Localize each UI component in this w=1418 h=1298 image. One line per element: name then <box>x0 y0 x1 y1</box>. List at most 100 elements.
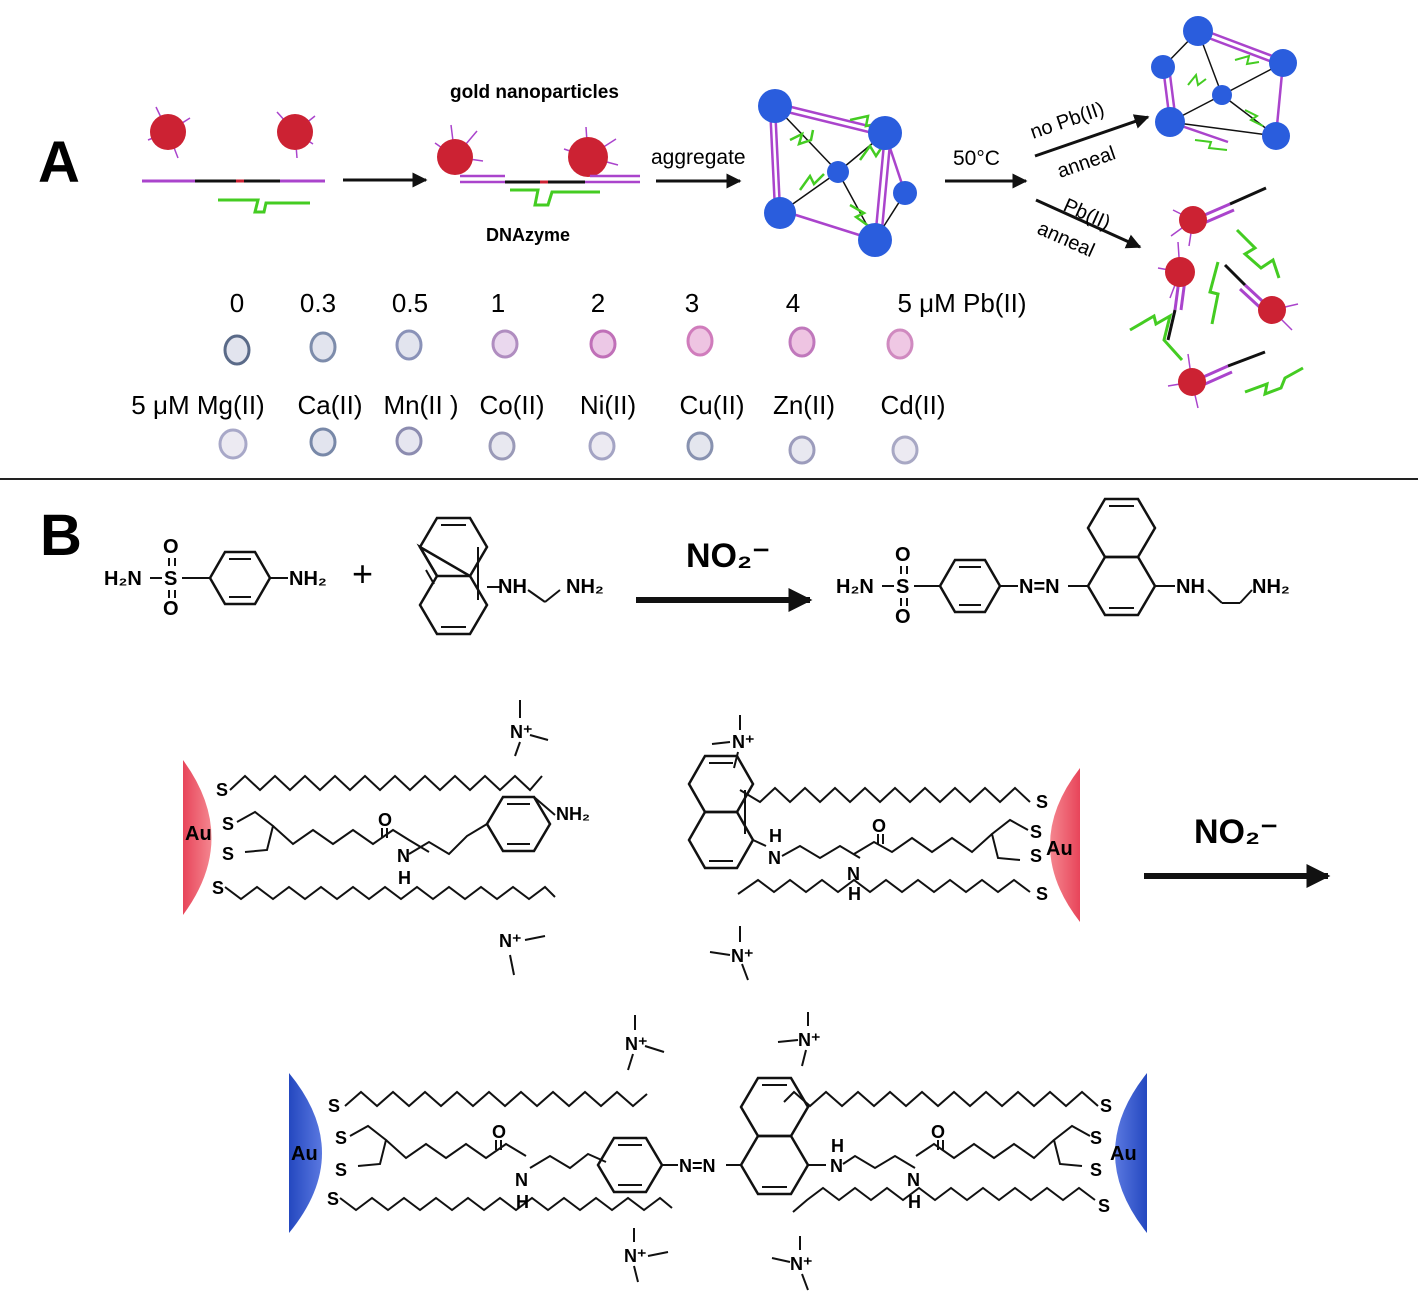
svg-text:O: O <box>378 810 392 830</box>
metal-ion-label: Ni(II) <box>580 390 636 420</box>
svg-text:O: O <box>492 1122 506 1142</box>
svg-text:S: S <box>896 576 909 598</box>
panel-b: B H₂N S O O NH₂ + <box>40 497 1331 1291</box>
colorimetric-spot <box>395 426 423 456</box>
svg-text:N: N <box>768 848 781 868</box>
svg-text:N: N <box>907 1170 920 1190</box>
panel-b-label: B <box>40 503 82 568</box>
colorimetric-spot <box>395 329 423 361</box>
reagent-label-bottom: NO₂⁻ <box>1194 813 1278 851</box>
gold-surface <box>1115 1073 1147 1233</box>
panel-a-label: A <box>38 130 80 195</box>
svg-text:N: N <box>830 1156 843 1176</box>
svg-text:H₂N: H₂N <box>104 568 142 590</box>
stage-free-particles <box>142 106 325 214</box>
result-dispersed <box>1129 186 1304 409</box>
pb-concentration-label: 0.3 <box>300 288 336 318</box>
svg-text:N=N: N=N <box>679 1156 716 1176</box>
svg-text:S: S <box>1036 884 1048 904</box>
colorimetric-spot <box>309 427 337 457</box>
dnazyme-label: DNAzyme <box>486 225 570 245</box>
svg-text:S: S <box>328 1096 340 1116</box>
pb-concentration-labels: 0 0.3 0.5 1 2 3 4 5 μM Pb(II) <box>230 288 1027 318</box>
svg-text:S: S <box>327 1189 339 1209</box>
gold-nanoparticle <box>437 139 473 175</box>
svg-text:O: O <box>895 544 911 566</box>
pb-concentration-label: 2 <box>591 288 605 318</box>
svg-text:N⁺: N⁺ <box>798 1030 821 1050</box>
svg-text:Au: Au <box>1046 838 1073 860</box>
metal-ion-labels: 5 μM Mg(II) Ca(II) Mn(II ) Co(II) Ni(II)… <box>131 390 945 420</box>
gold-nanoparticle <box>568 137 608 177</box>
red-np-right: Au S S S S H N <box>687 715 1080 981</box>
colorimetric-spot <box>491 329 519 359</box>
svg-text:N⁺: N⁺ <box>624 1246 647 1266</box>
blue-np-product: Au Au S S S S S S S S <box>289 1012 1147 1291</box>
temperature-label: 50°C <box>953 147 1000 170</box>
pb-concentration-label: 5 μM Pb(II) <box>897 288 1026 318</box>
pb-concentration-label: 0.5 <box>392 288 428 318</box>
nanoparticles-label: gold nanoparticles <box>450 82 619 103</box>
svg-text:Au: Au <box>185 823 212 845</box>
svg-text:NH₂: NH₂ <box>1252 576 1290 598</box>
colorimetric-spot <box>891 435 919 465</box>
arrow-no-pb <box>1034 114 1150 158</box>
metal-ion-label: 5 μM Mg(II) <box>131 390 264 420</box>
svg-text:N⁺: N⁺ <box>499 931 522 951</box>
svg-text:H: H <box>398 868 411 888</box>
svg-text:NH: NH <box>1176 576 1205 598</box>
dnazyme-strand <box>218 198 310 214</box>
pb-concentration-label: 3 <box>685 288 699 318</box>
stage-hybridized: gold nanoparticles DNAzyme <box>434 82 640 245</box>
plus-sign: + <box>352 553 373 594</box>
metal-ion-label: Ca(II) <box>298 390 363 420</box>
svg-text:N: N <box>397 846 410 866</box>
svg-text:Au: Au <box>1110 1143 1137 1165</box>
svg-text:H: H <box>908 1192 921 1212</box>
svg-text:N=N: N=N <box>1019 576 1060 598</box>
svg-text:N: N <box>515 1170 528 1190</box>
svg-text:S: S <box>1090 1160 1102 1180</box>
gold-surface <box>289 1073 322 1233</box>
svg-text:N⁺: N⁺ <box>731 946 754 966</box>
gold-nanoparticle <box>150 114 186 150</box>
svg-text:H₂N: H₂N <box>836 576 874 598</box>
colorimetric-spot <box>589 329 617 359</box>
colorimetric-spot <box>686 325 714 357</box>
metal-ion-label: Zn(II) <box>773 390 835 420</box>
ned-structure: NH NH₂ <box>416 516 604 636</box>
gold-surface <box>183 760 212 915</box>
svg-text:S: S <box>335 1160 347 1180</box>
svg-text:S: S <box>1030 846 1042 866</box>
reagent-label-top: NO₂⁻ <box>686 537 770 575</box>
pb-spots <box>223 325 914 366</box>
svg-text:S: S <box>222 814 234 834</box>
svg-text:N⁺: N⁺ <box>510 722 533 742</box>
gold-nanoparticle <box>277 114 313 150</box>
svg-text:O: O <box>872 816 886 836</box>
svg-text:O: O <box>931 1122 945 1142</box>
svg-text:N⁺: N⁺ <box>790 1254 813 1274</box>
svg-text:S: S <box>216 780 228 800</box>
svg-text:NH₂: NH₂ <box>556 804 590 824</box>
svg-text:S: S <box>1100 1096 1112 1116</box>
metal-ion-label: Cd(II) <box>881 390 946 420</box>
svg-text:S: S <box>1030 822 1042 842</box>
colorimetric-spot <box>788 435 816 465</box>
svg-text:S: S <box>335 1128 347 1148</box>
svg-text:N⁺: N⁺ <box>625 1034 648 1054</box>
sulfanilamide-structure: H₂N S O O NH₂ <box>104 536 327 620</box>
gold-surface <box>1050 768 1080 922</box>
colorimetric-spot <box>886 328 914 360</box>
svg-text:S: S <box>222 844 234 864</box>
svg-text:NH₂: NH₂ <box>289 568 327 590</box>
svg-text:S: S <box>1090 1128 1102 1148</box>
no-pb-label: no Pb(II) <box>1027 98 1107 144</box>
colorimetric-spot <box>686 431 714 461</box>
svg-text:H: H <box>769 826 782 846</box>
svg-text:H: H <box>848 884 861 904</box>
svg-text:O: O <box>163 536 179 558</box>
metal-ion-label: Co(II) <box>480 390 545 420</box>
azo-product-structure: H₂N S O O N=N NH NH₂ <box>836 497 1290 628</box>
